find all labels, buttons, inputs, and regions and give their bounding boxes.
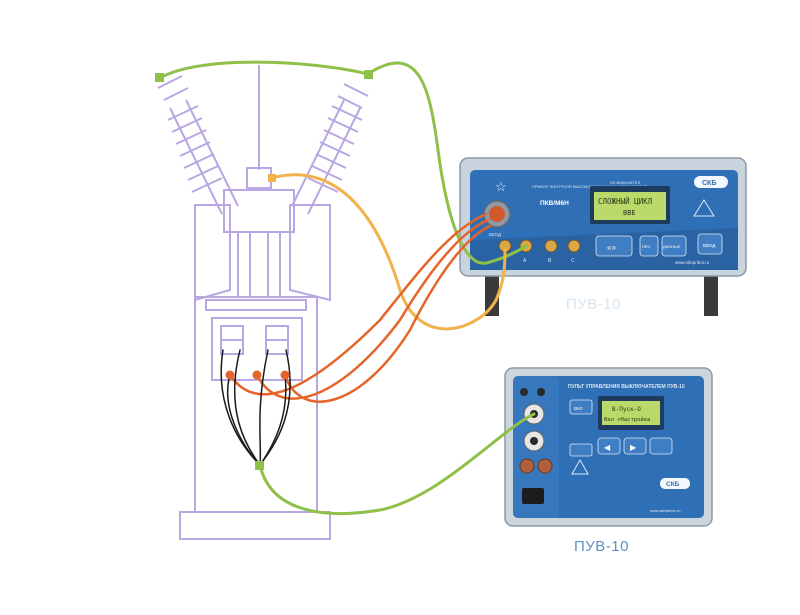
pkv-port-label-b: B — [548, 258, 552, 264]
cabinet-panel — [205, 299, 307, 311]
puv-left-arrow-icon: ◀ — [604, 443, 611, 452]
pkv-warning-icon — [693, 199, 715, 217]
terminal-junction — [255, 461, 264, 470]
pkv-button-enter[interactable] — [697, 233, 723, 255]
puv-right-arrow-icon: ▶ — [630, 443, 637, 452]
wire-green-to-pkv — [366, 61, 528, 265]
puv-brand-badge-bg — [660, 478, 690, 489]
relay-right — [265, 325, 289, 355]
puv-warning-icon — [571, 458, 589, 475]
puv-port-top-b[interactable] — [537, 388, 545, 396]
pkv-caption: ПУВ-10 — [566, 296, 621, 313]
puv-port-top-a[interactable] — [520, 388, 528, 396]
pkv-button-print[interactable] — [639, 235, 659, 257]
svg-text:ПЕЧ: ПЕЧ — [642, 244, 651, 249]
central-column — [237, 231, 281, 298]
pkv-lcd-line1: СЛОЖНЫЙ ЦИКЛ — [598, 197, 652, 206]
wire-black-5 — [226, 374, 261, 466]
pkv-port-c[interactable] — [567, 239, 581, 253]
svg-text:ДАННЫЕ: ДАННЫЕ — [663, 244, 681, 249]
terminals — [155, 70, 373, 470]
left-housing — [194, 204, 231, 302]
breaker-base — [179, 511, 331, 540]
puv-website: www.skbpribor.ru — [650, 508, 680, 513]
terminal-right-insulator — [364, 70, 373, 79]
pkv-port-b[interactable] — [544, 239, 558, 253]
puv-lcd-screen — [602, 401, 660, 425]
pkv-leg-left — [485, 272, 499, 316]
pkv-button-arrows[interactable] — [595, 235, 633, 257]
wire-orange-2 — [255, 218, 490, 400]
wire-black-6 — [259, 374, 287, 466]
pkv-keypad: «» ПЕЧ ДАННЫЕ ВВОД — [595, 233, 723, 257]
wire-black-1 — [220, 349, 261, 466]
wire-orange-3 — [283, 224, 492, 403]
pkv-lcd-screen — [594, 192, 666, 220]
puv-lcd-line2: Вкл +Настройка — [604, 417, 650, 423]
pkv-button-data[interactable] — [661, 235, 687, 257]
puv-button-left[interactable] — [597, 437, 621, 455]
wires — [158, 60, 536, 516]
puv-socket-a[interactable] — [519, 458, 535, 474]
breaker-head — [223, 189, 295, 233]
rod-cap — [246, 167, 272, 189]
pkv-input-label: ВХОД — [489, 232, 501, 237]
pkv-star-icon: ☆ — [495, 179, 507, 194]
left-insulator — [157, 75, 239, 215]
cabinet-body — [194, 296, 318, 513]
pkv-leg-right — [704, 272, 718, 316]
circuit-breaker-outline — [157, 65, 369, 540]
puv-caption: ПУВ-10 — [574, 538, 629, 555]
puv-button-right[interactable] — [623, 437, 647, 455]
wire-green-to-puv — [258, 412, 536, 516]
terminal-rod-cap — [268, 174, 276, 182]
puv-brand-badge: СКБ — [666, 481, 680, 488]
svg-text:ВКЛ: ВКЛ — [574, 406, 583, 411]
puv-power-switch[interactable] — [522, 488, 544, 504]
puv-button-on[interactable] — [569, 399, 593, 415]
terminal-relay-2 — [252, 370, 262, 380]
pkv-port-label-c: C — [571, 258, 575, 264]
right-housing — [289, 204, 331, 302]
pkv-port-label-a: A — [523, 258, 527, 264]
puv-button-small[interactable] — [569, 443, 593, 457]
pkv-model: ПКВ/М6Н — [540, 200, 569, 207]
wire-orange-1 — [228, 212, 488, 396]
cabinet-compartment — [211, 317, 303, 381]
svg-text:«»: «» — [607, 243, 616, 252]
pkv-website: www.skbpribor.ru — [675, 260, 710, 265]
pkv-title: ПРИБОР КОНТРОЛЯ ВЫСОКОВОЛЬТНЫХ ВЫКЛЮЧАТЕ… — [532, 184, 647, 189]
pkv-lcd-header: ОК ВАКАЛИТЕЛ — [610, 180, 640, 185]
right-insulator — [291, 83, 369, 215]
relay-left — [220, 325, 244, 355]
puv-socket-b[interactable] — [537, 458, 553, 474]
puv-lcd-line1: В-Пуск-О — [612, 406, 641, 413]
puv-title: ПУЛЬТ УПРАВЛЕНИЯ ВЫКЛЮЧАТЕЛЕМ ПУВ-10 — [568, 384, 685, 390]
wire-black-2 — [233, 349, 261, 466]
puv-device: ПУЛЬТ УПРАВЛЕНИЯ ВЫКЛЮЧАТЕЛЕМ ПУВ-10 В-П… — [504, 367, 713, 527]
puv-button-extra[interactable] — [649, 437, 673, 455]
pkv-brand-badge: СКБ — [702, 180, 716, 187]
pkv-lcd-line2: ВВЕ — [623, 209, 636, 217]
pkv-brand-badge-bg — [694, 176, 728, 188]
terminal-relay-1 — [225, 370, 235, 380]
wire-yellow — [270, 173, 507, 331]
wire-green-top — [158, 60, 370, 80]
terminal-left-insulator — [155, 73, 164, 82]
wire-black-3 — [259, 349, 269, 466]
terminal-relay-3 — [280, 370, 290, 380]
pkv-device: ☆ ПРИБОР КОНТРОЛЯ ВЫСОКОВОЛЬТНЫХ ВЫКЛЮЧА… — [459, 157, 747, 316]
svg-text:ВВОД: ВВОД — [703, 243, 715, 248]
